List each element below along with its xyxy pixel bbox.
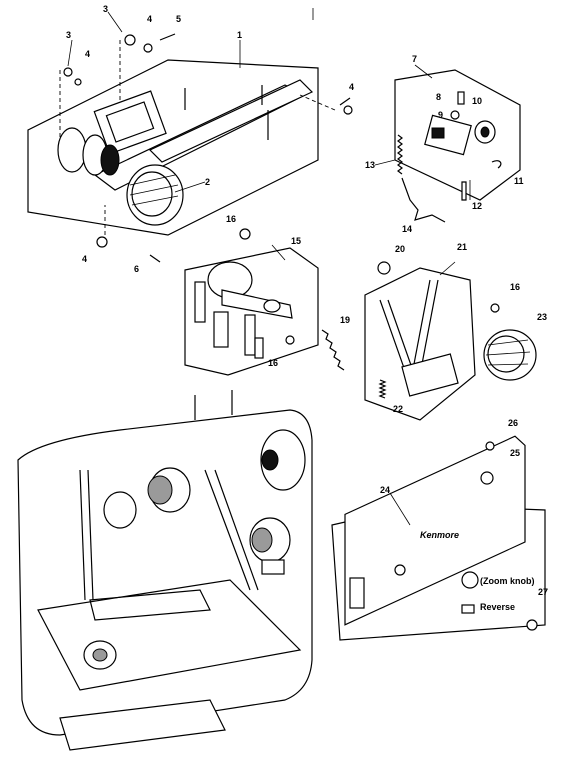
callout-26: 26 [508, 418, 518, 428]
callout-25: 25 [510, 448, 520, 458]
callout-5: 5 [176, 14, 181, 24]
callout-12: 12 [472, 201, 482, 211]
panel-small-text: Reverse [480, 602, 515, 612]
callout-16: 16 [226, 214, 236, 224]
callout-22: 22 [393, 404, 403, 414]
callout-14: 14 [402, 224, 412, 234]
panel-dial-text: (Zoom knob) [480, 576, 535, 586]
callout-9: 9 [438, 110, 443, 120]
callout-27: 27 [538, 587, 548, 597]
callout-2: 2 [205, 177, 210, 187]
callout-8: 8 [436, 92, 441, 102]
callout-23: 23 [537, 312, 547, 322]
callout-24: 24 [380, 485, 390, 495]
callout-3: 3 [103, 4, 108, 14]
callout-4: 4 [349, 82, 354, 92]
callout-4: 4 [147, 14, 152, 24]
callout-7: 7 [412, 54, 417, 64]
callout-21: 21 [457, 242, 467, 252]
callout-13: 13 [365, 160, 375, 170]
needle-bar-assembly [184, 228, 345, 376]
callout-10: 10 [472, 96, 482, 106]
callout-16: 16 [510, 282, 520, 292]
panel-brand-text: Kenmore [420, 530, 459, 540]
front-cover-assembly: Kenmore (Zoom knob) Reverse [331, 435, 546, 641]
callout-4: 4 [85, 49, 90, 59]
callout-16: 16 [268, 358, 278, 368]
upper-shaft-assembly [27, 11, 353, 263]
callout-20: 20 [395, 244, 405, 254]
callout-labels: 1 2 3 3 4 4 4 4 5 6 7 8 9 10 11 12 13 14… [66, 4, 548, 597]
callout-3: 3 [66, 30, 71, 40]
zigzag-linkage-assembly [364, 261, 537, 421]
callout-6: 6 [134, 264, 139, 274]
machine-body [17, 390, 313, 751]
callout-19: 19 [340, 315, 350, 325]
callout-1: 1 [237, 30, 242, 40]
presser-assembly [374, 64, 521, 223]
callout-15: 15 [291, 236, 301, 246]
callout-11: 11 [514, 176, 524, 186]
callout-4: 4 [82, 254, 87, 264]
